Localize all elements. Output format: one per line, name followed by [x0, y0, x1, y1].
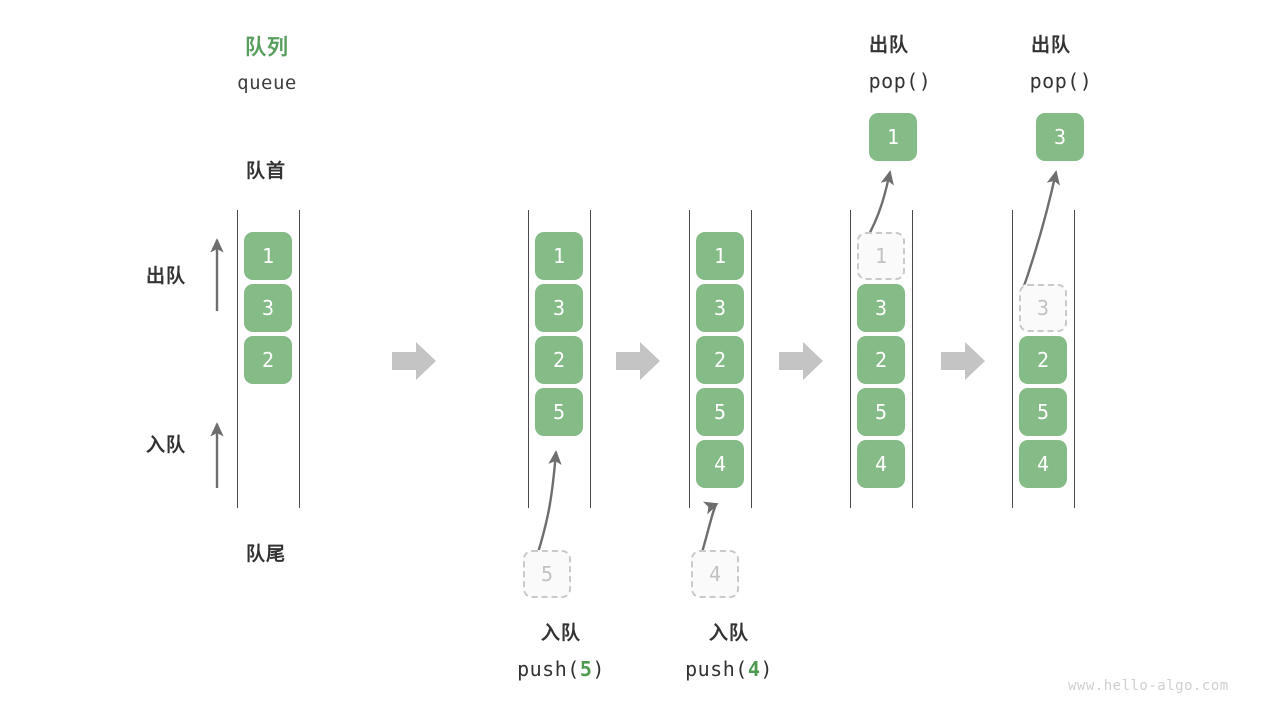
rear-label: 队尾 — [245, 543, 287, 565]
queue-cell: 5 — [535, 388, 583, 436]
watermark: www.hello-algo.com — [1068, 678, 1229, 694]
pop-1-label-code: pop() — [868, 69, 932, 93]
queue-cell: 3 — [696, 284, 744, 332]
front-label: 队首 — [245, 160, 287, 182]
push-4-code-prefix: push( — [685, 657, 748, 681]
enqueue-side-label: 入队 — [146, 434, 187, 456]
step-separator-arrow — [779, 341, 823, 381]
push-4-label-cn: 入队 — [708, 622, 750, 644]
queue-cell: 3 — [244, 284, 292, 332]
pop-3-arrow — [1020, 170, 1060, 293]
push-4-arrow — [699, 501, 719, 557]
pop-3-label-code: pop() — [1029, 69, 1093, 93]
queue-cell: 1 — [535, 232, 583, 280]
popped-value-cell: 1 — [869, 113, 917, 161]
push-5-code-prefix: push( — [517, 657, 580, 681]
queue-cell: 2 — [857, 336, 905, 384]
push-4-code-suffix: ) — [760, 657, 773, 681]
removed-ghost-cell: 1 — [857, 232, 905, 280]
pop-1-label-cn: 出队 — [868, 34, 910, 56]
incoming-ghost-cell: 5 — [523, 550, 571, 598]
queue-title-code: queue — [237, 72, 297, 94]
push-5-label-code: push(5) — [517, 657, 605, 682]
queue-cell: 2 — [535, 336, 583, 384]
dequeue-side-label: 出队 — [146, 265, 187, 287]
pop-3-label-cn: 出队 — [1030, 34, 1072, 56]
queue-cell: 3 — [535, 284, 583, 332]
step-separator-arrow — [941, 341, 985, 381]
step-separator-arrow — [616, 341, 660, 381]
queue-rail-right-col4 — [912, 210, 913, 508]
removed-ghost-cell: 3 — [1019, 284, 1067, 332]
queue-rail-left-col3 — [689, 210, 690, 508]
queue-cell: 5 — [1019, 388, 1067, 436]
pop-1-arrow — [864, 170, 894, 241]
queue-rail-right-col2 — [590, 210, 591, 508]
queue-rail-left-col1 — [237, 210, 238, 508]
queue-rail-left-col2 — [528, 210, 529, 508]
queue-cell: 3 — [857, 284, 905, 332]
push-5-code-suffix: ) — [592, 657, 605, 681]
queue-cell: 1 — [244, 232, 292, 280]
queue-cell: 2 — [1019, 336, 1067, 384]
popped-value-cell: 3 — [1036, 113, 1084, 161]
queue-rail-right-col5 — [1074, 210, 1075, 508]
queue-cell: 5 — [696, 388, 744, 436]
queue-cell: 5 — [857, 388, 905, 436]
queue-rail-right-col3 — [751, 210, 752, 508]
queue-cell: 1 — [696, 232, 744, 280]
push-5-arrow — [535, 450, 562, 557]
queue-rail-left-col4 — [850, 210, 851, 508]
queue-cell: 4 — [857, 440, 905, 488]
queue-title-cn: 队列 — [245, 35, 289, 59]
queue-cell: 4 — [1019, 440, 1067, 488]
push-5-code-arg: 5 — [579, 657, 593, 681]
queue-cell: 2 — [244, 336, 292, 384]
queue-cell: 4 — [696, 440, 744, 488]
queue-cell: 2 — [696, 336, 744, 384]
push-4-code-arg: 4 — [747, 657, 761, 681]
incoming-ghost-cell: 4 — [691, 550, 739, 598]
step-separator-arrow — [392, 341, 436, 381]
queue-rail-right-col1 — [299, 210, 300, 508]
queue-rail-left-col5 — [1012, 210, 1013, 508]
push-5-label-cn: 入队 — [540, 622, 582, 644]
push-4-label-code: push(4) — [685, 657, 773, 682]
